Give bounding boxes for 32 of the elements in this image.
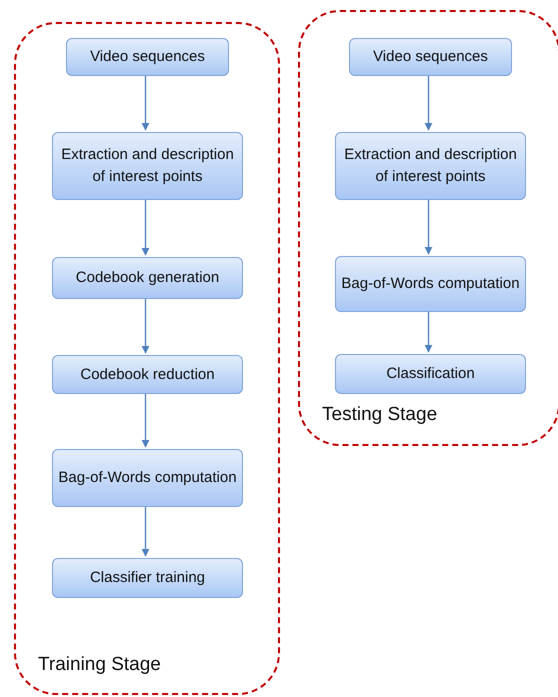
process-box — [335, 354, 526, 394]
stage-container — [14, 22, 280, 695]
arrow — [424, 310, 432, 353]
stage-container — [298, 10, 558, 446]
process-label: Video sequences — [372, 47, 489, 67]
process-label: Extraction and description of interest points — [343, 145, 518, 187]
arrow — [142, 198, 150, 256]
process-box — [52, 355, 243, 394]
process-box — [52, 132, 243, 200]
process-box — [335, 256, 526, 312]
process-box — [335, 132, 526, 200]
process-label: Video sequences — [89, 47, 206, 67]
process-label: Codebook generation — [74, 268, 220, 288]
arrow — [142, 74, 150, 131]
arrow — [142, 505, 150, 557]
arrow — [424, 74, 432, 131]
process-label: Bag-of-Words computation — [57, 468, 238, 488]
process-label: Bag-of-Words computation — [340, 274, 521, 294]
process-label: Extraction and description of interest points — [60, 145, 235, 187]
arrow — [142, 392, 150, 448]
stage-label: Testing Stage — [322, 404, 438, 426]
process-label: Classifier training — [88, 568, 206, 588]
arrow — [424, 198, 432, 255]
arrow — [142, 297, 150, 354]
process-box — [52, 257, 243, 299]
stage-label: Training Stage — [38, 654, 161, 676]
process-box — [52, 558, 243, 598]
process-box — [52, 449, 243, 507]
process-box — [66, 38, 229, 76]
process-label: Classification — [385, 364, 476, 384]
process-box — [349, 38, 512, 76]
process-label: Codebook reduction — [79, 364, 216, 384]
